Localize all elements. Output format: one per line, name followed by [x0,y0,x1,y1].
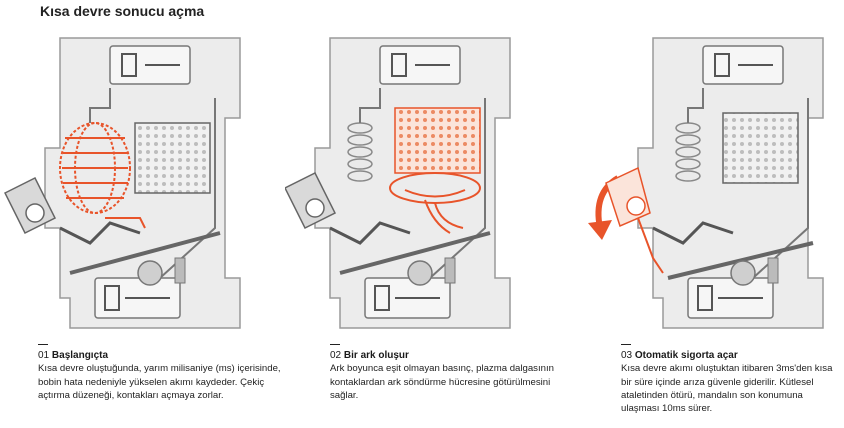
step-description: Kısa devre oluştuğunda, yarım milisaniye… [38,363,281,401]
step-title: Başlangıçta [51,350,109,361]
toggle-lever-tripped [605,166,664,274]
step-number: 01 [38,350,50,361]
plasma-wave [389,172,481,234]
breaker-illustration-2 [285,37,511,329]
step-number: 03 [621,350,633,361]
step-description: Kısa devre akımı oluştuktan itibaren 3ms… [621,363,833,415]
step-heading: 03 Otomatik sigorta açar [621,349,836,362]
diagram-step-1 [0,28,250,338]
spring [407,260,433,286]
step-heading: 01 Başlangıçta [38,349,288,362]
toggle-lever [285,171,337,230]
breaker-illustration-1 [3,37,241,329]
caption-step-1: 01 Başlangıçta Kısa devre oluştuğunda, y… [38,340,288,402]
coil-active [59,122,131,214]
step-title: Bir ark oluşur [343,350,409,361]
caption-divider [38,344,48,345]
coil [675,122,701,182]
step-description: Ark boyunca eşit olmayan basınç, plazma … [330,363,554,401]
arc-chute [134,122,211,194]
coil [347,122,373,182]
spring [730,260,756,286]
caption-step-2: 02 Bir ark oluşur Ark boyunca eşit olmay… [330,340,580,402]
contact-arm [339,231,491,275]
caption-divider [330,344,340,345]
spring [137,260,163,286]
step-heading: 02 Bir ark oluşur [330,349,580,362]
caption-step-3: 03 Otomatik sigorta açar Kısa devre akım… [621,340,836,415]
arc-chute-active [394,107,481,174]
step-title: Otomatik sigorta açar [634,350,738,361]
page-title: Kısa devre sonucu açma [40,3,205,19]
toggle-lever [3,176,57,235]
arc-chute [722,112,799,184]
contact-arm [69,231,221,275]
breaker-illustration-3 [588,37,824,329]
diagram-step-3 [578,28,828,338]
caption-divider [621,344,631,345]
diagram-step-2 [285,28,535,338]
step-number: 02 [330,350,342,361]
